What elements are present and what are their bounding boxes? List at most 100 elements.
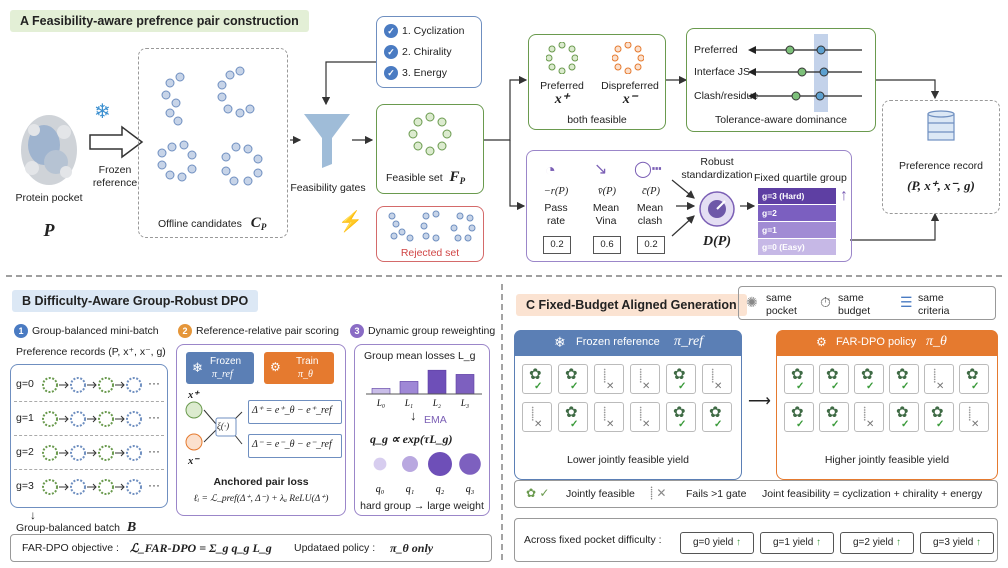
dispreferred-molecule-icon bbox=[612, 42, 644, 74]
ring-molecule-icon: ✿ bbox=[896, 404, 909, 421]
metric-name-1: Pass rate bbox=[544, 202, 568, 227]
molecule bbox=[42, 445, 58, 461]
broken-molecule-icon: ⸽ bbox=[639, 406, 643, 421]
molecule-chain bbox=[42, 377, 142, 393]
broken-molecule-icon: ⸽ bbox=[639, 368, 643, 383]
up-arrow-icon: ↑ bbox=[973, 537, 982, 548]
weight-dot bbox=[402, 456, 418, 472]
molecule-chain bbox=[42, 445, 142, 461]
row-divider bbox=[14, 435, 164, 436]
failed-cell: ⸽✕ bbox=[594, 364, 624, 394]
ring-molecule-icon: ✿ bbox=[791, 404, 804, 421]
criteria-legend-icon: ☰ bbox=[900, 294, 913, 310]
ring-molecule-icon: ✿ bbox=[896, 366, 909, 383]
robust-standardization-label: Robust standardization bbox=[681, 156, 753, 181]
metric-name-3: Mean clash bbox=[636, 202, 664, 227]
dial-icon bbox=[699, 191, 735, 227]
objective-box bbox=[10, 534, 492, 562]
feasible-cell: ✿✓ bbox=[889, 364, 919, 394]
ellipsis: ··· bbox=[148, 478, 160, 492]
molecule bbox=[42, 377, 58, 393]
failed-cell: ⸽✕ bbox=[959, 402, 989, 432]
check-icon: ✓ bbox=[796, 419, 805, 430]
feasible-cell: ✿✓ bbox=[558, 364, 588, 394]
lightning-icon: ⚡ bbox=[338, 211, 363, 233]
chain-arrow bbox=[87, 415, 97, 423]
feasible-cell: ✿✓ bbox=[702, 402, 732, 432]
dominance-row-2: Interface JS bbox=[694, 66, 751, 78]
quartile-title: Fixed quartile group bbox=[754, 172, 847, 184]
ema-label: EMA bbox=[424, 414, 447, 426]
offline-candidates-box bbox=[138, 48, 288, 238]
preference-record-box bbox=[882, 100, 1000, 214]
protein-pocket-icon bbox=[21, 115, 77, 185]
delta-minus: Δ⁻ = e⁻_θ − e⁻_ref bbox=[252, 439, 332, 450]
rejected-set-label: Rejected set bbox=[400, 247, 460, 259]
check-icon: ✓ bbox=[831, 381, 840, 392]
cross-icon: ✕ bbox=[642, 419, 651, 430]
ring-molecule-icon: ✿ bbox=[826, 404, 839, 421]
delta-plus: Δ⁺ = e⁺_θ − e⁺_ref bbox=[252, 405, 332, 416]
weight-label: q₀ bbox=[376, 484, 385, 495]
check-icon: ✓ bbox=[866, 381, 875, 392]
molecule bbox=[70, 479, 86, 495]
yield-chip: g=1 yield ↑ bbox=[760, 532, 834, 554]
group-row: g=3··· bbox=[10, 472, 168, 502]
xi-function: ξ(·) bbox=[217, 421, 230, 431]
feasible-legend-icon: ✿ ✓ bbox=[526, 486, 550, 500]
batch-arrow-icon: ↓ bbox=[30, 508, 36, 522]
quartile-arrow-icon: ↑ bbox=[840, 187, 848, 204]
chain-arrow bbox=[115, 415, 125, 423]
fails-legend-icon: ⸽ ✕ bbox=[650, 486, 667, 500]
failed-cell: ⸽✕ bbox=[854, 402, 884, 432]
loss-bar bbox=[427, 369, 447, 395]
quartile-g3: g=3 (Hard) bbox=[758, 188, 836, 204]
chain-arrow bbox=[59, 449, 69, 457]
loss-bar bbox=[399, 381, 419, 395]
failed-cell: ⸽✕ bbox=[924, 364, 954, 394]
check-icon: ✓ bbox=[796, 381, 805, 392]
preferred-molecule-icon bbox=[546, 42, 578, 74]
ema-arrow: ↓ bbox=[410, 408, 417, 423]
record-tuple: (P, x⁺, x⁻, g) bbox=[907, 178, 975, 193]
funnel-icon bbox=[304, 114, 350, 168]
yield-chip: g=2 yield ↑ bbox=[840, 532, 914, 554]
preference-record-label: Preference record bbox=[898, 160, 984, 172]
weight-dot bbox=[459, 453, 481, 475]
yield-chip: g=0 yield ↑ bbox=[680, 532, 754, 554]
group-label: g=1 bbox=[16, 412, 34, 424]
section-a-arrows bbox=[290, 61, 940, 241]
check-icon: ✓ bbox=[936, 419, 945, 430]
xminus-b: x⁻ bbox=[188, 456, 199, 467]
feasible-cell: ✿✓ bbox=[558, 402, 588, 432]
ring-molecule-icon: ✿ bbox=[565, 404, 578, 421]
feasible-cell: ✿✓ bbox=[959, 364, 989, 394]
candidate-molecules bbox=[157, 66, 263, 186]
jointly-feasible-label: Jointly feasible bbox=[566, 488, 635, 500]
pocket-legend-icon: ✺ bbox=[746, 294, 758, 310]
molecule bbox=[126, 479, 142, 495]
feasible-cell: ✿✓ bbox=[819, 402, 849, 432]
chain-arrow bbox=[87, 483, 97, 491]
cross-icon: ✕ bbox=[606, 419, 615, 430]
molecule bbox=[126, 377, 142, 393]
broken-molecule-icon: ⸽ bbox=[603, 368, 607, 383]
x-plus-symbol: x⁺ bbox=[554, 92, 570, 107]
dominance-row-1: Preferred bbox=[694, 44, 738, 56]
loss-formula: ℓᵢ = ℒ_pref(Δ⁺, Δ⁻) + λₐ ReLU(Δ⁺) bbox=[193, 494, 329, 504]
yields-box bbox=[514, 518, 998, 562]
ring-molecule-icon: ✿ bbox=[931, 404, 944, 421]
molecule bbox=[98, 479, 114, 495]
failed-cell: ⸽✕ bbox=[630, 364, 660, 394]
preferred-label: Preferred bbox=[540, 80, 584, 92]
broken-molecule-icon: ⸽ bbox=[603, 406, 607, 421]
trend-icon: ↘ bbox=[594, 161, 608, 178]
chain-arrow bbox=[59, 415, 69, 423]
frozen-reference-label: Frozen reference bbox=[92, 164, 138, 189]
feasibility-legend-box bbox=[514, 480, 998, 508]
broken-molecule-icon: ⸽ bbox=[531, 406, 535, 421]
row-divider bbox=[14, 469, 164, 470]
